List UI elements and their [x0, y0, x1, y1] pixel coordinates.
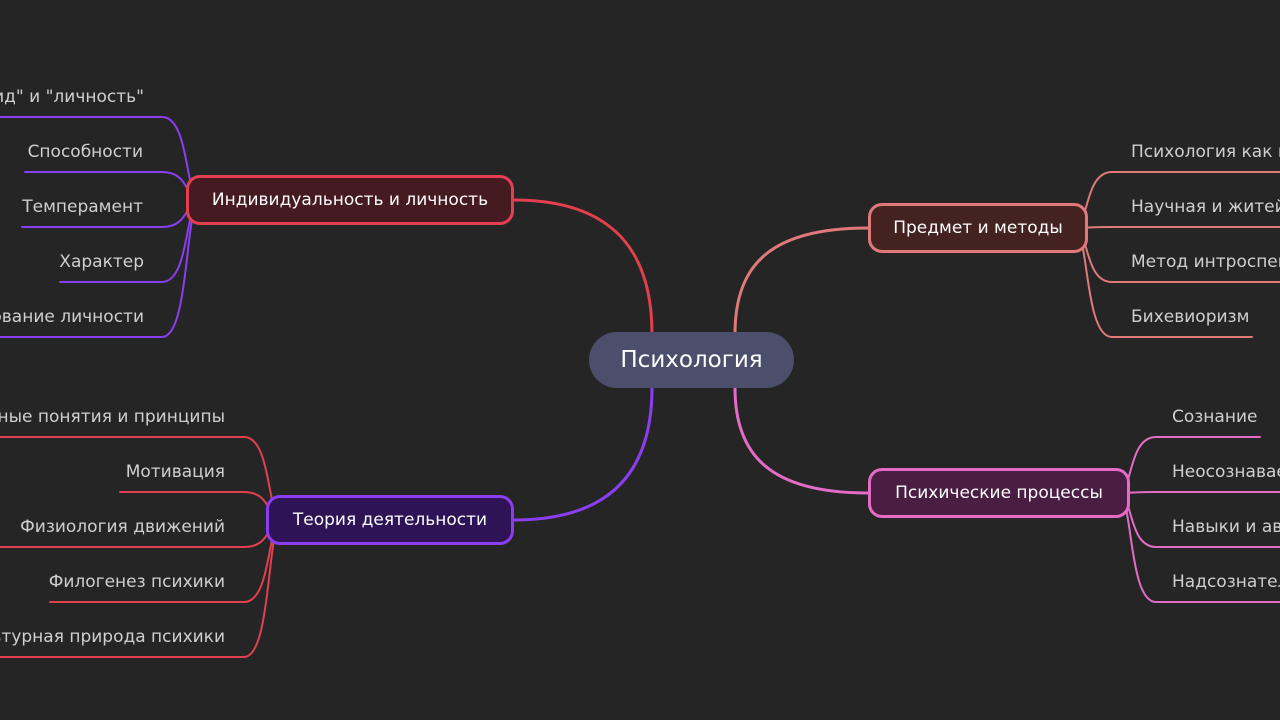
- leaf-individuality-concepts[interactable]: Понятия "индивид" и "личность": [0, 87, 144, 107]
- leaf-basic-concepts[interactable]: Основные понятия и принципы: [0, 407, 225, 427]
- leaf-psychology-as-science[interactable]: Психология как наука: [1131, 142, 1280, 162]
- link-subject-leaf-1: [1073, 226, 1280, 229]
- leaf-phylogenesis[interactable]: Филогенез психики: [48, 572, 225, 592]
- root-node[interactable]: Психология: [589, 332, 794, 388]
- link-root-processes: [733, 386, 870, 495]
- leaf-consciousness[interactable]: Сознание: [1172, 407, 1258, 427]
- branch-individuality[interactable]: Индивидуальность и личность: [186, 175, 514, 225]
- branch-mental-processes[interactable]: Психические процессы: [868, 468, 1130, 518]
- leaf-unconscious[interactable]: Неосознаваемые процессы: [1172, 462, 1280, 482]
- leaf-behaviorism[interactable]: Бихевиоризм: [1131, 307, 1250, 327]
- leaf-personality-formation[interactable]: Формирование личности: [0, 307, 144, 327]
- leaf-motivation[interactable]: Мотивация: [125, 462, 225, 482]
- leaf-abilities[interactable]: Способности: [27, 142, 143, 162]
- leaf-scientific-everyday[interactable]: Научная и житейская психология: [1131, 197, 1280, 217]
- branch-activity-theory[interactable]: Теория деятельности: [266, 495, 514, 545]
- leaf-temperament[interactable]: Темперамент: [22, 197, 143, 217]
- branch-subject-and-methods[interactable]: Предмет и методы: [868, 203, 1088, 253]
- leaf-superconscious[interactable]: Надсознательные процессы: [1172, 572, 1280, 592]
- leaf-cultural-nature[interactable]: Культурная природа психики: [0, 627, 225, 647]
- leaf-character[interactable]: Характер: [59, 252, 144, 272]
- leaf-movement-physiology[interactable]: Физиология движений: [20, 517, 225, 537]
- leaf-introspection[interactable]: Метод интроспекции: [1131, 252, 1280, 272]
- leaf-skills[interactable]: Навыки и автоматизмы: [1172, 517, 1280, 537]
- link-root-activity: [512, 386, 654, 522]
- link-root-subject: [733, 226, 870, 336]
- link-processes-leaf-1: [1117, 491, 1280, 494]
- link-root-individuality: [512, 198, 654, 336]
